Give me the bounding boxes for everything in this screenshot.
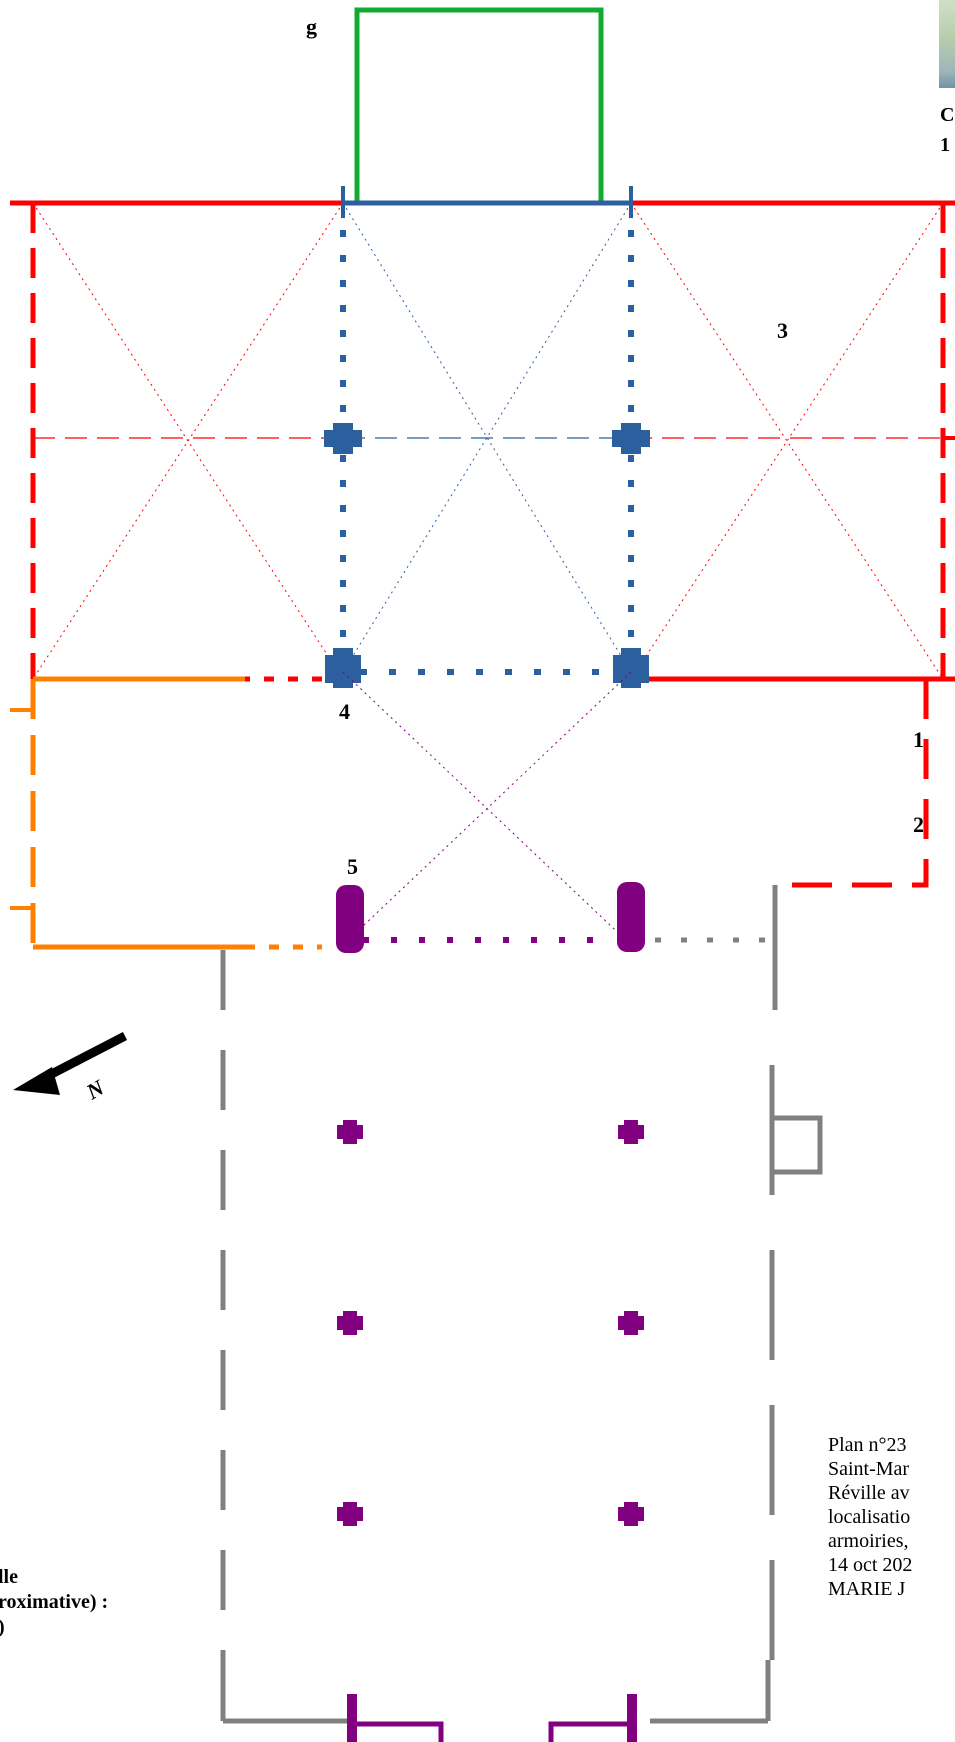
label-1: 1 (913, 727, 924, 752)
caption-line: localisatio (828, 1506, 911, 1528)
caption-line: MARIE J (828, 1578, 906, 1600)
corner-line: C (940, 104, 955, 126)
scale-line: ) (0, 1615, 198, 1640)
purple-bottom-walls (347, 1694, 637, 1742)
label-2: 2 (913, 812, 924, 837)
corner-line: 1 (940, 134, 950, 156)
north-arrow: N (13, 1032, 128, 1105)
scale-text: lle roximative) : ) (0, 1565, 198, 1640)
caption-line: 14 oct 202 (828, 1554, 913, 1576)
caption-line: armoiries, (828, 1530, 909, 1552)
label-5: 5 (347, 854, 358, 879)
top-label-fragment: g (306, 14, 317, 39)
north-label: N (81, 1074, 109, 1105)
gray-nave (220, 885, 823, 1724)
red-vault-ribs (32, 202, 944, 680)
corner-text: C 1 (940, 100, 954, 160)
scale-line: roximative) : (0, 1591, 109, 1613)
label-3: 3 (777, 318, 788, 343)
map-thumbnail (939, 0, 955, 88)
label-4: 4 (339, 699, 350, 724)
red-transept-walls (10, 200, 955, 888)
blue-crossing (340, 186, 634, 675)
caption-line: Plan n°23 (828, 1434, 907, 1456)
blue-piers (324, 423, 650, 688)
caption-line: Réville av (828, 1482, 910, 1504)
purple-bay (342, 671, 632, 946)
scale-line: lle (0, 1566, 18, 1588)
orange-chapel (10, 676, 322, 950)
caption-line: Saint-Mar (828, 1458, 910, 1480)
plan-caption: Plan n°23 Saint-Mar Réville av localisat… (828, 1433, 955, 1601)
green-chapel (354, 7, 604, 203)
purple-piers (336, 882, 645, 1526)
